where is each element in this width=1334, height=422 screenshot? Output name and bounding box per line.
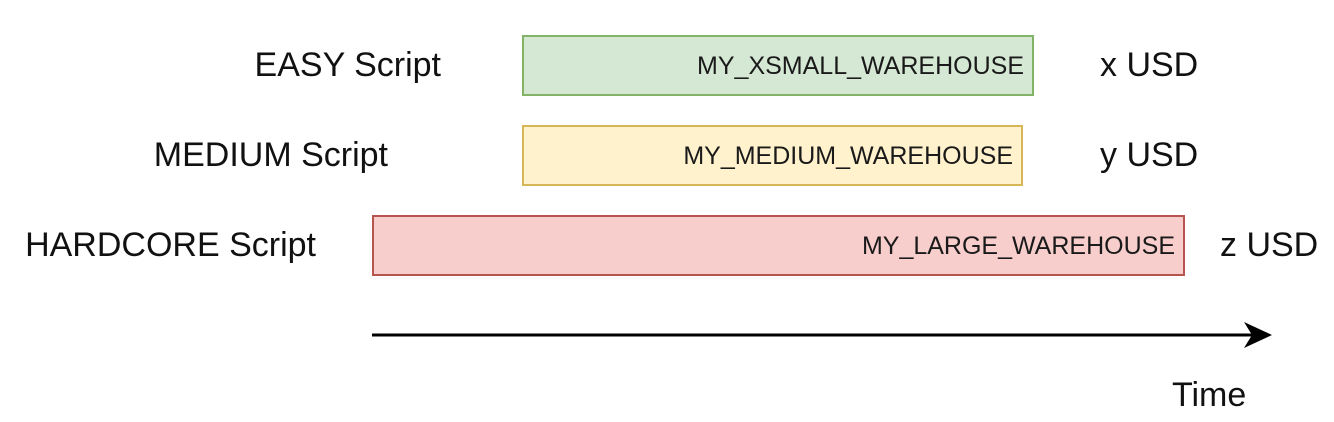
- warehouse-bar: MY_MEDIUM_WAREHOUSE: [522, 125, 1023, 186]
- cost-label: z USD: [1220, 226, 1319, 264]
- warehouse-bar: MY_XSMALL_WAREHOUSE: [522, 35, 1034, 96]
- arrowhead-icon: [1244, 322, 1272, 348]
- script-label: HARDCORE Script: [25, 226, 316, 264]
- warehouse-label: MY_LARGE_WAREHOUSE: [861, 231, 1175, 260]
- cost-label: y USD: [1100, 136, 1199, 174]
- time-axis-label: Time: [1172, 376, 1247, 414]
- cost-label: x USD: [1100, 46, 1199, 84]
- warehouse-label: MY_MEDIUM_WAREHOUSE: [683, 141, 1013, 170]
- warehouse-bar: MY_LARGE_WAREHOUSE: [372, 215, 1185, 276]
- script-label: MEDIUM Script: [153, 136, 388, 174]
- warehouse-label: MY_XSMALL_WAREHOUSE: [697, 51, 1024, 80]
- script-label: EASY Script: [254, 46, 441, 84]
